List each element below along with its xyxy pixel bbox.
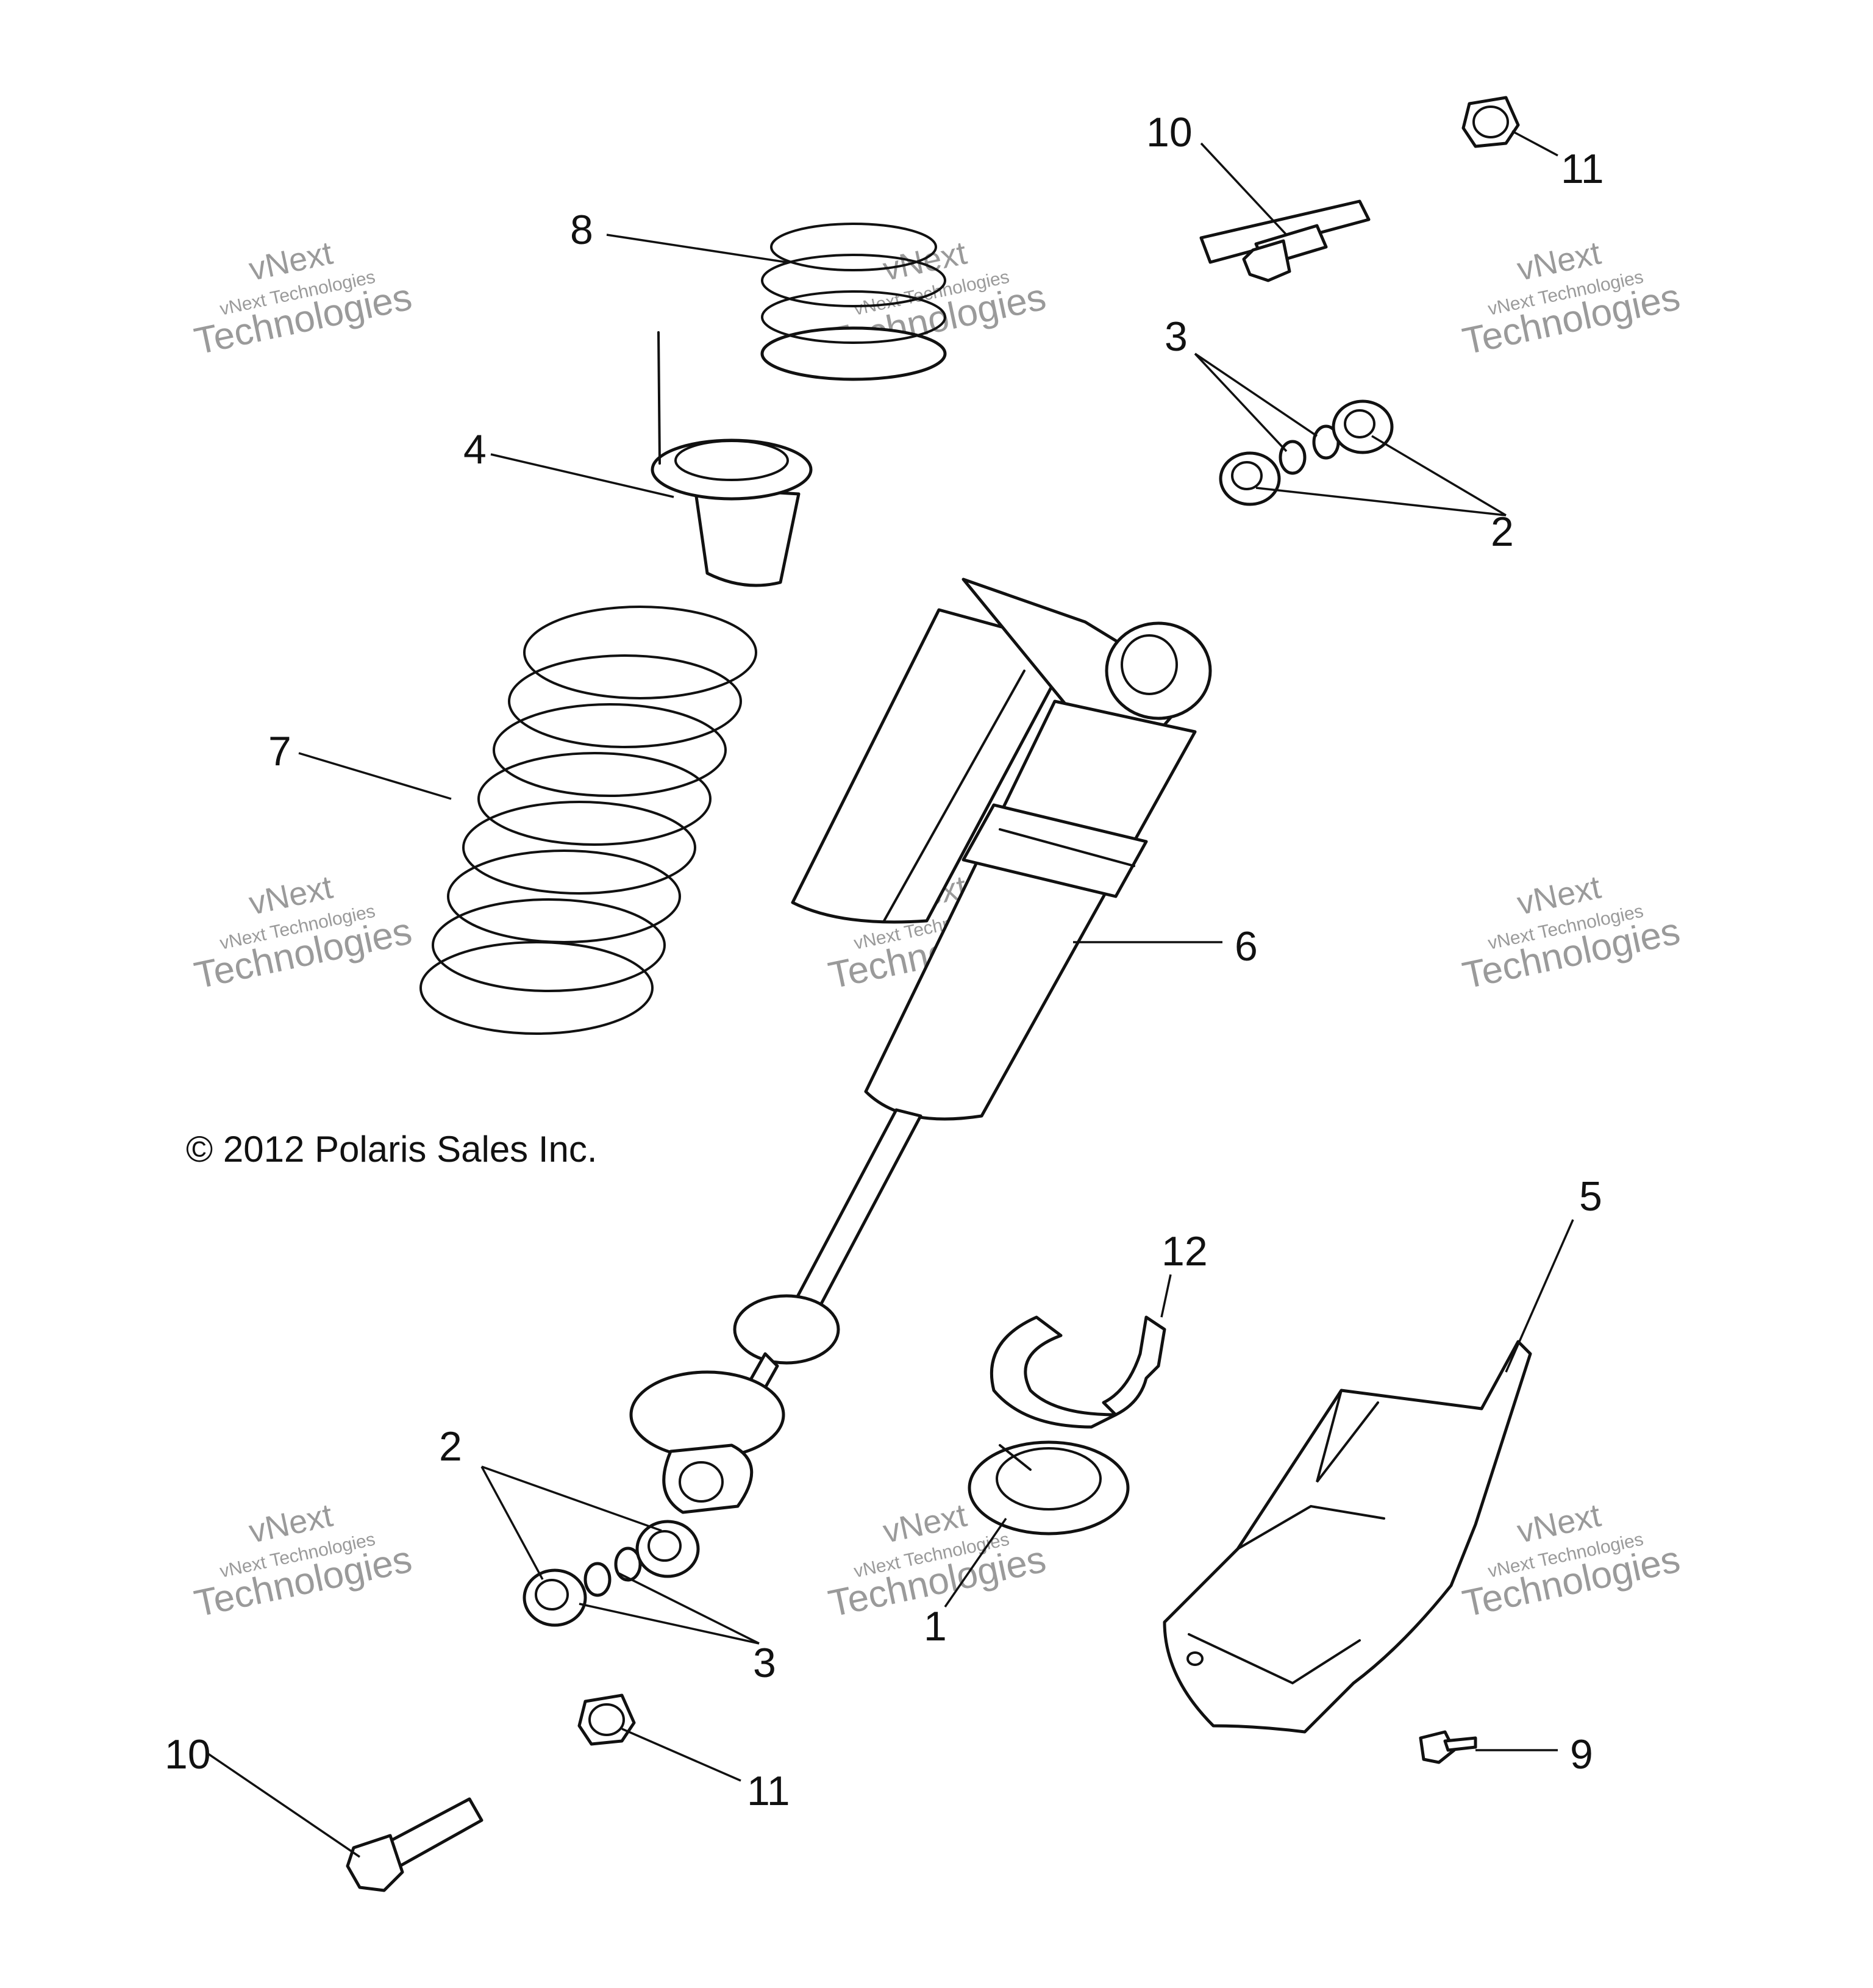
parts-2-3-bushings-top [1219, 399, 1394, 506]
callout-10-top: 10 [1146, 109, 1193, 156]
callout-10-bottom: 10 [165, 1731, 211, 1778]
watermark-middle-right: vNext vNext Technologies Technologies [1459, 869, 1683, 997]
part-11-nut-bottom [577, 1693, 636, 1746]
callout-5: 5 [1579, 1173, 1602, 1220]
watermark-top-right: vNext vNext Technologies Technologies [1459, 235, 1683, 363]
callout-11-bottom: 11 [747, 1768, 790, 1814]
leader-lines [207, 130, 1574, 1858]
callout-4: 4 [463, 426, 487, 473]
part-8-bump-spring [760, 223, 947, 381]
part-12-clip [990, 1315, 1166, 1429]
watermark-middle-left: vNext vNext Technologies Technologies [191, 869, 415, 997]
part-4-spring-retainer [651, 331, 813, 587]
watermark-top-left: vNext vNext Technologies Technologies [191, 235, 415, 363]
watermark-bottom-left: vNext vNext Technologies Technologies [191, 1497, 415, 1625]
part-11-nut-top [1461, 96, 1520, 148]
part-5-shock-guard [1163, 1340, 1532, 1734]
callout-1: 1 [924, 1603, 947, 1650]
callout-2-bottom: 2 [439, 1423, 462, 1470]
callout-6: 6 [1235, 923, 1258, 970]
callout-8: 8 [570, 207, 593, 253]
callout-2-top: 2 [1491, 509, 1514, 555]
part-10-bolt-top [1199, 199, 1371, 282]
callout-3-bottom: 3 [753, 1640, 776, 1686]
part-1-spring-seat [968, 1440, 1130, 1536]
callout-11-top: 11 [1561, 146, 1604, 192]
part-6-shock-absorber [629, 577, 1212, 1514]
callout-9: 9 [1570, 1731, 1593, 1778]
part-10-bolt-bottom [346, 1797, 483, 1892]
callout-7: 7 [268, 728, 291, 774]
part-7-coil-spring [419, 606, 757, 1035]
parts-2-3-bushings-bottom [523, 1520, 700, 1627]
callout-12: 12 [1161, 1228, 1208, 1275]
callout-3-top: 3 [1165, 313, 1188, 360]
part-9-screw [1419, 1730, 1477, 1764]
copyright-notice: © 2012 Polaris Sales Inc. [186, 1129, 598, 1170]
